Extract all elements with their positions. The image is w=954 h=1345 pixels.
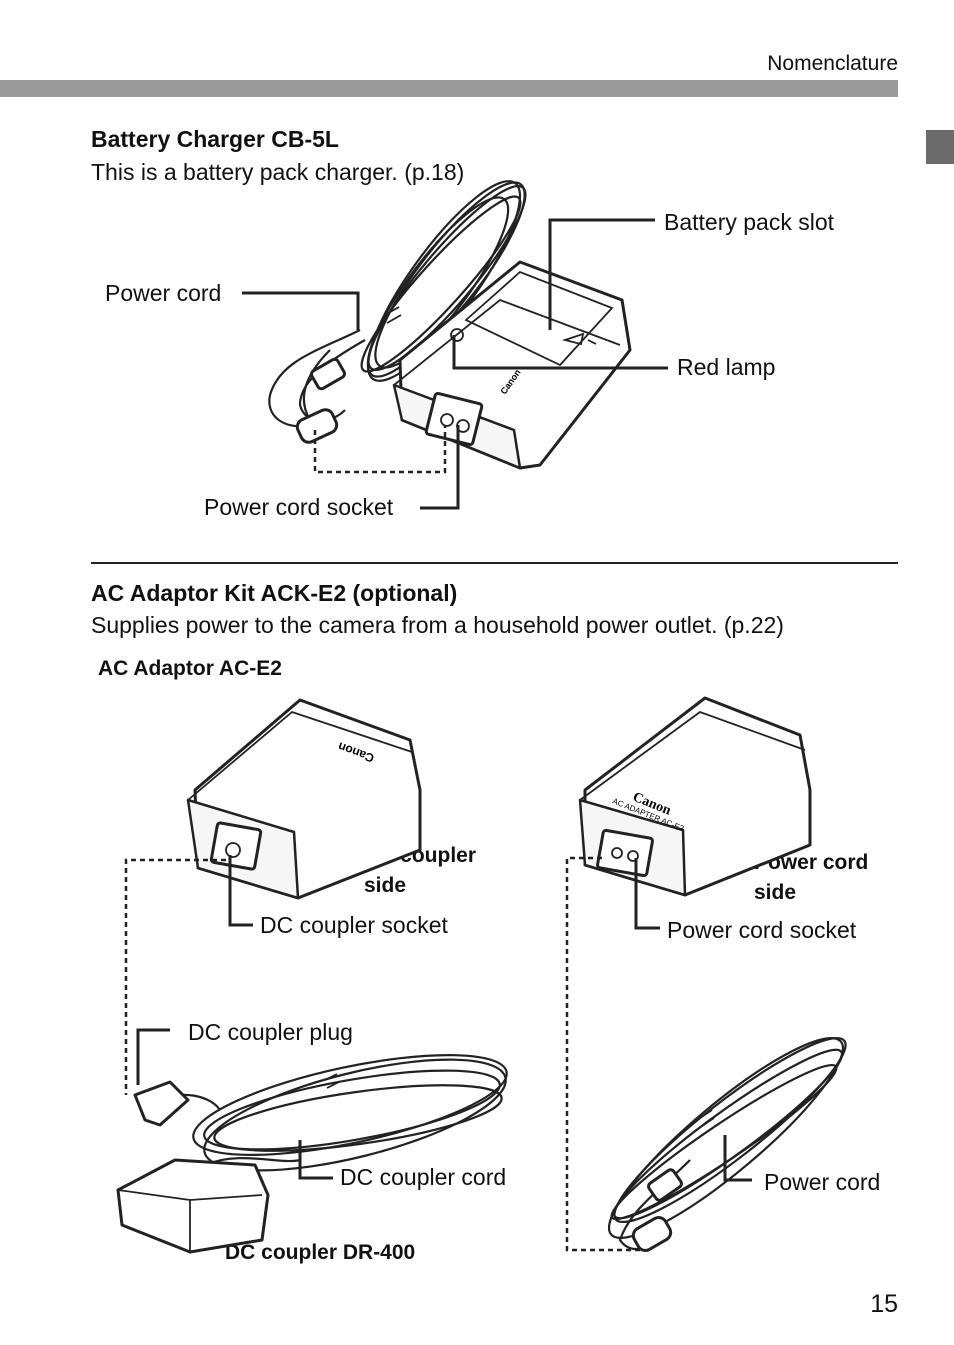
dc-coupler-cord-illustration <box>116 1054 508 1254</box>
leader-dc-coupler-plug <box>136 1028 170 1085</box>
label-power-cord-socket: Power cord socket <box>204 494 394 520</box>
label-power-cord: Power cord <box>105 280 222 306</box>
charger-body: Canon <box>392 260 632 470</box>
adaptor-title: AC Adaptor AC-E2 <box>98 657 282 680</box>
dashed-connector-power <box>565 856 640 1252</box>
charger-description: This is a battery pack charger. (p.18) <box>91 159 465 185</box>
label-red-lamp: Red lamp <box>677 354 776 380</box>
label-dc-coupler-socket: DC coupler socket <box>260 912 448 938</box>
adaptor-power-side-illustration: Canon AC ADAPTER AC-E2 <box>578 696 812 897</box>
leader-dc-coupler-socket <box>228 855 253 927</box>
leader-power-cord <box>242 291 360 330</box>
leader-power-cord-socket <box>420 425 460 510</box>
adaptor-kit-description: Supplies power to the camera from a hous… <box>91 612 784 638</box>
leader-adaptor-power-cord-socket <box>634 858 660 930</box>
leader-adaptor-power-cord <box>723 1135 752 1182</box>
label-adaptor-power-cord-socket: Power cord socket <box>667 917 857 943</box>
dashed-connector-dc <box>124 858 226 1095</box>
charger-power-cord <box>268 180 527 444</box>
label-dc-coupler-plug: DC coupler plug <box>188 1019 353 1045</box>
adaptor-power-cord-illustration <box>607 1036 847 1252</box>
label-battery-pack-slot: Battery pack slot <box>664 209 835 235</box>
label-adaptor-power-cord: Power cord <box>764 1169 881 1195</box>
label-dc-coupler-cord: DC coupler cord <box>340 1164 507 1190</box>
leader-dc-coupler-cord <box>298 1140 333 1180</box>
label-dc-coupler-title: DC coupler DR-400 <box>225 1241 416 1264</box>
section-tab <box>926 130 954 164</box>
section-label: Nomenclature <box>767 52 898 75</box>
section-divider <box>91 562 898 564</box>
leader-battery-pack-slot <box>548 218 655 330</box>
dashed-connector-charger <box>313 425 447 474</box>
battery-charger-illustration: Canon <box>242 180 668 510</box>
leader-red-lamp <box>452 335 668 370</box>
adaptor-kit-title: AC Adaptor Kit ACK-E2 (optional) <box>91 580 458 606</box>
charger-title: Battery Charger CB-5L <box>91 126 339 152</box>
adaptor-dc-side-illustration: Canon <box>186 698 422 900</box>
header-bar <box>0 80 898 97</box>
page-number: 15 <box>870 1290 898 1318</box>
